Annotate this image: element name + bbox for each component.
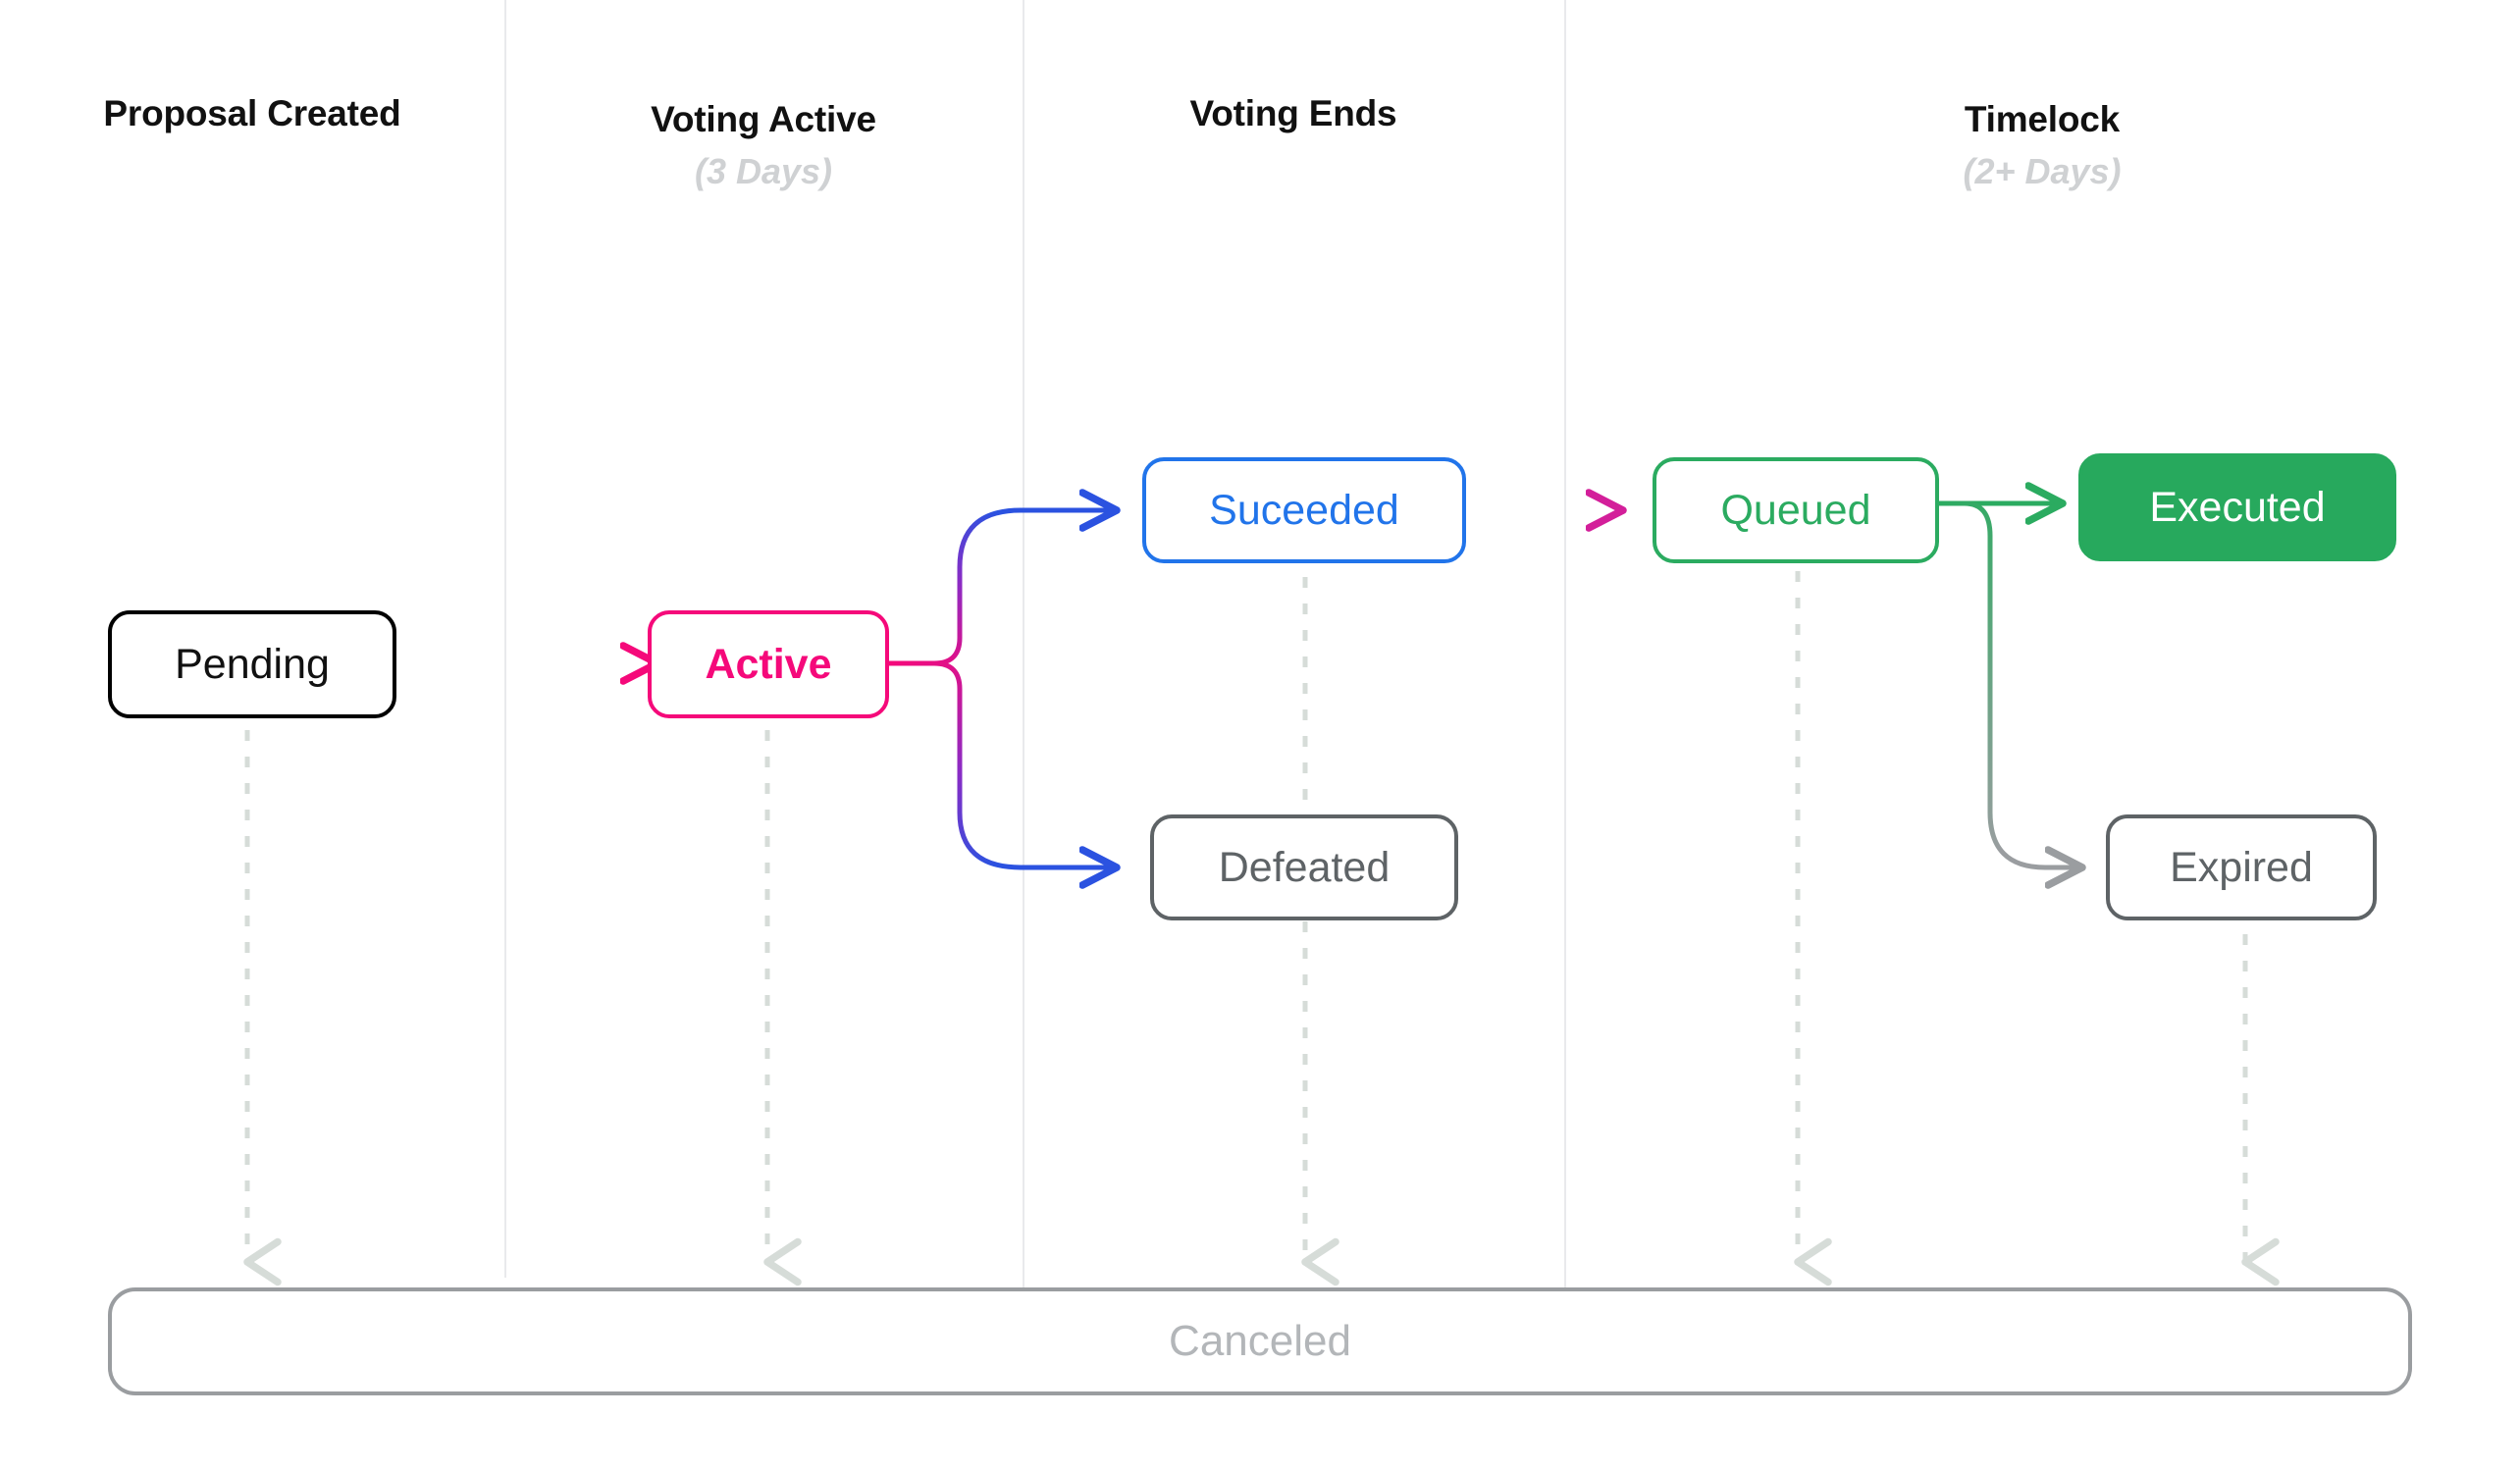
node-label: Pending (175, 640, 330, 688)
node-label: Queued (1720, 486, 1871, 534)
node-executed[interactable]: Executed (2078, 453, 2396, 561)
edge-active-suceeded (886, 510, 1115, 666)
node-expired[interactable]: Expired (2106, 814, 2377, 920)
node-suceeded[interactable]: Suceeded (1142, 457, 1466, 563)
phase-header-timelock: Timelock (2+ Days) (1564, 96, 2520, 195)
phase-duration: (2+ Days) (1963, 151, 2122, 192)
phase-title: Voting Ends (1189, 93, 1397, 133)
edge-active-defeated (886, 660, 1115, 867)
node-canceled[interactable]: Canceled (108, 1287, 2412, 1395)
edge-queued-expired (1935, 500, 2080, 867)
phase-title: Proposal Created (103, 93, 401, 133)
column-separator-2 (1023, 0, 1024, 1313)
node-defeated[interactable]: Defeated (1150, 814, 1458, 920)
node-queued[interactable]: Queued (1653, 457, 1939, 563)
phase-header-voting-active: Voting Active (3 Days) (504, 96, 1023, 195)
node-pending[interactable]: Pending (108, 610, 396, 718)
node-label: Suceeded (1209, 486, 1399, 534)
node-label: Executed (2149, 483, 2326, 531)
phase-header-voting-ends: Voting Ends (1023, 90, 1564, 137)
node-label: Defeated (1218, 843, 1391, 891)
column-separator-3 (1564, 0, 1566, 1313)
phase-title: Voting Active (651, 99, 876, 139)
column-separator-1 (504, 0, 506, 1278)
phase-header-proposal-created: Proposal Created (0, 90, 504, 137)
node-label: Active (705, 640, 832, 688)
phase-duration: (3 Days) (694, 151, 833, 192)
node-label: Canceled (1169, 1317, 1351, 1365)
node-label: Expired (2170, 843, 2313, 891)
node-active[interactable]: Active (648, 610, 889, 718)
phase-title: Timelock (1964, 99, 2121, 139)
